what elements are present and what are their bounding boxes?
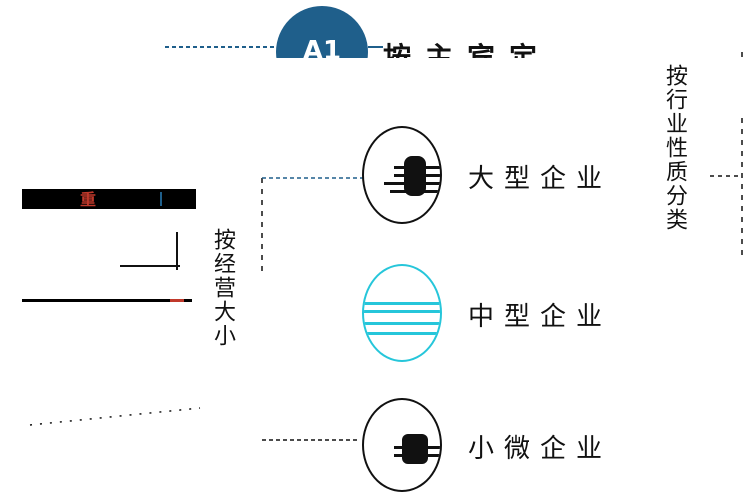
side-underline: [22, 299, 192, 302]
header-mask: [200, 58, 755, 118]
small-enterprise-icon: [362, 398, 442, 492]
large-enterprise-label: 大型企业: [468, 164, 613, 194]
branch-label: 按经营大小: [210, 228, 235, 348]
side-bar-tick: [160, 192, 162, 206]
large-enterprise-icon: [362, 126, 442, 224]
medium-enterprise-icon: [362, 264, 442, 362]
medium-enterprise-label: 中型企业: [468, 302, 613, 332]
side-tick-1: [120, 265, 180, 267]
dotted-slope: [29, 407, 201, 426]
side-mark: 重: [80, 190, 97, 209]
side-underline-accent: [170, 299, 184, 302]
small-enterprise-label: 小微企业: [468, 434, 613, 464]
side-bar: [22, 189, 196, 209]
section-title: 按主宾定: [383, 41, 552, 58]
right-label: 按行业性质分类: [662, 64, 687, 232]
side-tick-2: [176, 232, 178, 270]
